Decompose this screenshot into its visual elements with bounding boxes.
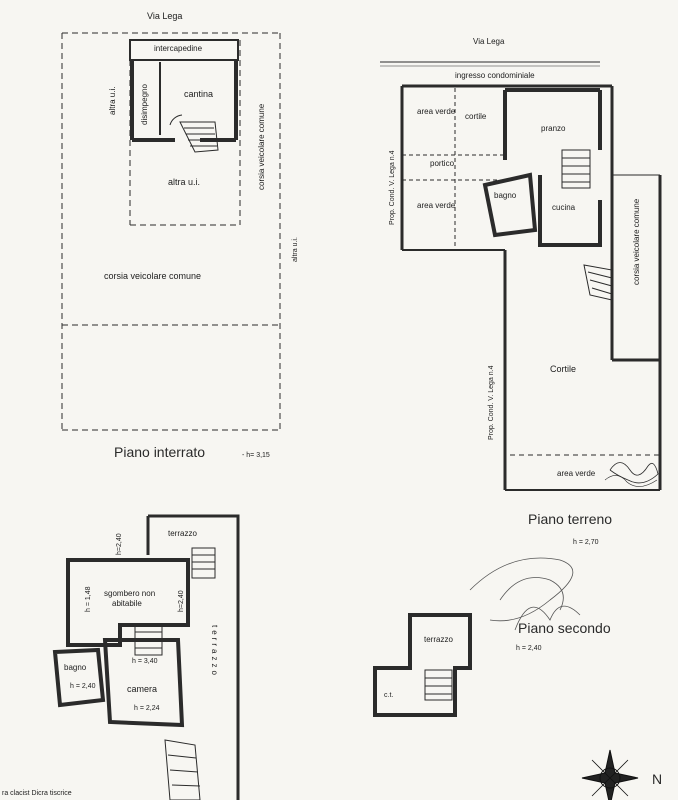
- ground-height: h = 2,70: [573, 539, 599, 546]
- corsia-ground-label: corsia veicolare comune: [632, 198, 641, 285]
- ground-plan: [380, 61, 662, 491]
- basement-plan: [61, 32, 281, 431]
- altra-ui-center-label: altra u.i.: [168, 177, 201, 187]
- h224-label: h = 2,24: [134, 705, 160, 712]
- cortile-small-label: cortile: [465, 112, 487, 121]
- sgombero-label-1: sgombero non: [104, 589, 156, 598]
- sgombero-label-2: abitabile: [112, 599, 142, 608]
- bagno-ground-label: bagno: [494, 191, 517, 200]
- intercapedine-label: intercapedine: [154, 44, 203, 53]
- corsia-vertical-label: corsia veicolare comune: [257, 103, 266, 190]
- ground-street-label: Via Lega: [473, 37, 505, 46]
- first-floor-plan: [52, 514, 240, 800]
- basement-street-label: Via Lega: [147, 11, 183, 21]
- terrazzo-side-label: terrazzo: [210, 625, 219, 678]
- second-height: h = 2,40: [516, 645, 542, 652]
- area-verde-bottom-label: area verde: [557, 469, 596, 478]
- disimpegno-label: disimpegno: [140, 84, 149, 125]
- portico-label: portico: [430, 159, 455, 168]
- h340-label: h = 3,40: [132, 658, 158, 665]
- compass-rose-icon: [581, 749, 639, 800]
- second-title: Piano secondo: [518, 620, 611, 636]
- corsia-horizontal-label: corsia veicolare comune: [104, 271, 202, 281]
- bottom-text: ra clacist Dicra tiscrice: [2, 790, 72, 797]
- basement-height: - h= 3,15: [242, 452, 270, 459]
- compass-north-label: N: [652, 771, 663, 787]
- cortile-big-label: Cortile: [550, 364, 577, 374]
- ground-title: Piano terreno: [528, 511, 613, 527]
- ct-label: c.t.: [384, 692, 394, 699]
- ingresso-label: ingresso condominiale: [455, 71, 535, 80]
- bagno-first-label: bagno: [64, 663, 87, 672]
- area-verde-1-label: area verde: [417, 107, 456, 116]
- second-floor-plan: [373, 613, 472, 717]
- h148-label: h = 1,48: [85, 586, 92, 613]
- signature: [469, 557, 581, 631]
- prop-upper-label: Prop. Cond. V. Lega n.4: [389, 150, 396, 225]
- terrazzo-top-label: terrazzo: [168, 529, 197, 538]
- h240-bagno-label: h = 2,40: [70, 683, 96, 690]
- basement-title: Piano interrato: [114, 444, 206, 460]
- cantina-label: cantina: [184, 89, 214, 99]
- camera-label: camera: [127, 684, 158, 694]
- cucina-label: cucina: [552, 203, 576, 212]
- area-verde-2-label: area verde: [417, 201, 456, 210]
- h240-b-label: h=2,40: [178, 590, 185, 612]
- h240-a-label: h=2,40: [116, 533, 123, 555]
- pranzo-label: pranzo: [541, 124, 566, 133]
- altra-ui-right-label: altra u.i.: [292, 237, 299, 262]
- altra-ui-left-label: altra u.i.: [108, 86, 117, 115]
- prop-lower-label: Prop. Cond. V. Lega n.4: [488, 365, 495, 440]
- terrazzo-second-label: terrazzo: [424, 635, 453, 644]
